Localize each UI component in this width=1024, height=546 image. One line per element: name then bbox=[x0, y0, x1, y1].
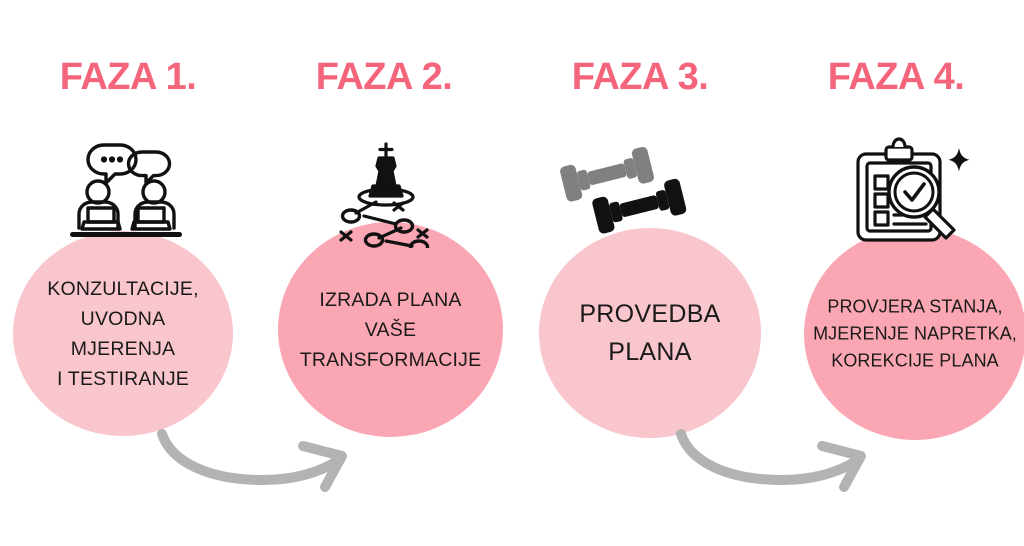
curved-arrow-phase1-to-phase2 bbox=[155, 428, 370, 494]
strategy-chess-king-tactics-icon bbox=[326, 140, 446, 255]
phase-circle-3: PROVEDBA PLANA bbox=[539, 228, 761, 438]
phase-body-4: PROVJERA STANJA, MJERENJE NAPRETKA, KORE… bbox=[813, 296, 1017, 371]
phase-body-3: PROVEDBA PLANA bbox=[579, 300, 721, 366]
phase-body-1: KONZULTACIJE, UVODNA MJERENJA I TESTIRAN… bbox=[47, 277, 199, 390]
clipboard-checklist-magnifier-icon bbox=[842, 136, 972, 248]
curved-arrow-phase2-to-phase3 bbox=[674, 428, 889, 494]
phase-title-3: FAZA 3. bbox=[571, 56, 709, 98]
phase-circle-2: IZRADA PLANA VAŠE TRANSFORMACIJE bbox=[278, 222, 503, 437]
phase-body-2: IZRADA PLANA VAŠE TRANSFORMACIJE bbox=[299, 288, 482, 371]
phase-title-2: FAZA 2. bbox=[315, 56, 453, 98]
dumbbells-icon bbox=[550, 142, 700, 234]
phase-column-1: FAZA 1. bbox=[0, 0, 347, 546]
phase-column-4: FAZA 4. bbox=[768, 0, 1024, 546]
phase-column-3: FAZA 3. bbox=[512, 0, 768, 546]
phase-title-4: FAZA 4. bbox=[827, 56, 965, 98]
phase-circle-1: KONZULTACIJE, UVODNA MJERENJA I TESTIRAN… bbox=[13, 231, 233, 436]
consultation-people-laptops-speech-bubbles-icon bbox=[62, 136, 190, 242]
phase-title-1: FAZA 1. bbox=[59, 56, 197, 98]
phase-circle-4: PROVJERA STANJA, MJERENJE NAPRETKA, KORE… bbox=[804, 228, 1024, 440]
phase-column-2: FAZA 2. bbox=[256, 0, 866, 546]
